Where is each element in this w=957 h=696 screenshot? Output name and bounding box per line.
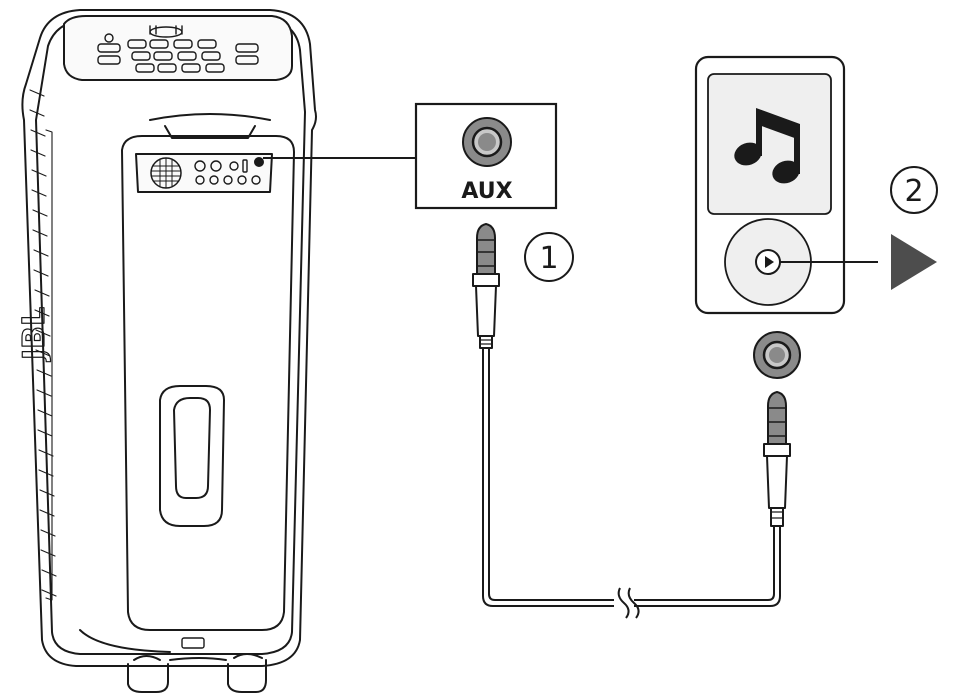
step-2-number: 2	[904, 174, 923, 209]
play-arrow-icon	[891, 234, 937, 290]
player-aux-port-icon	[753, 331, 801, 379]
speaker-aux-port	[254, 157, 264, 167]
music-note-icon	[734, 108, 800, 184]
step-2-marker: 2	[890, 166, 938, 214]
media-player-icon	[694, 55, 846, 315]
play-button-icon	[755, 249, 781, 275]
aux-port-icon	[462, 117, 512, 167]
aux-label: AUX	[461, 179, 512, 204]
step-1-marker: 1	[524, 232, 574, 282]
audio-cable-icon	[472, 223, 791, 619]
party-speaker-icon: JBL	[16, 9, 317, 693]
step-1-number: 1	[539, 241, 558, 276]
aux-callout-box: AUX	[414, 102, 558, 210]
speaker-logo: JBL	[17, 307, 52, 362]
